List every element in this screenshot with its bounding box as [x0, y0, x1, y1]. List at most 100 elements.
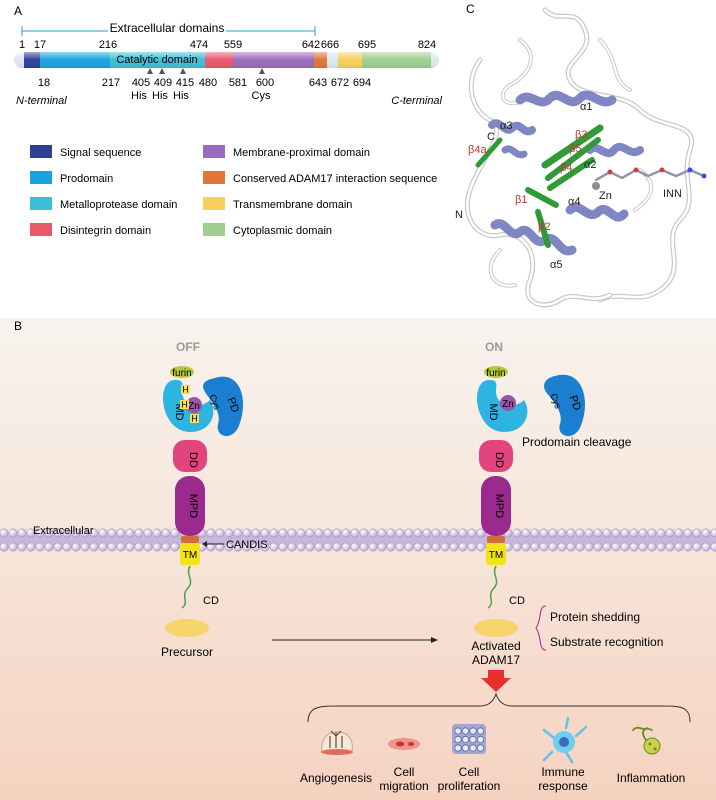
lipid-head: [665, 528, 675, 538]
lipid-head: [107, 528, 117, 538]
zinc-ion: [186, 397, 202, 413]
proliferating-cell: [469, 735, 477, 744]
lipid-head: [584, 528, 594, 538]
lipid-head: [44, 542, 54, 552]
lipid-head: [134, 528, 144, 538]
label-zinc: Zn: [599, 190, 612, 202]
residue-number: 672: [331, 77, 349, 89]
lipid-head: [404, 528, 414, 538]
proliferating-cell: [454, 744, 462, 752]
lipid-head: [395, 528, 405, 538]
lipid-head: [656, 528, 666, 538]
lipid-head: [377, 528, 387, 538]
lipid-head: [278, 528, 288, 538]
lipid-head: [251, 542, 261, 552]
proliferating-cell: [469, 727, 477, 735]
activated-protein: furin MD Zn PD Cys Prodomain cleavage DD…: [471, 366, 663, 667]
lipid-head: [629, 542, 639, 552]
proliferating-cell: [476, 735, 485, 744]
lipid-head: [593, 528, 603, 538]
extracellular-domains-label: Extracellular domains: [110, 21, 225, 35]
residue-number: 642: [302, 39, 320, 51]
precursor-protein: furin MD Zn H H H PD Cys DD MPD TM: [161, 366, 268, 659]
proliferating-cell: [454, 727, 462, 735]
his-residue: H: [182, 385, 189, 395]
lipid-head: [368, 528, 378, 538]
helix-a4: [565, 203, 629, 222]
legend-label: Transmembrane domain: [233, 199, 352, 211]
n-terminal-label: N-terminal: [16, 95, 67, 107]
lipid-head: [125, 542, 135, 552]
extracellular-label: Extracellular: [33, 525, 94, 537]
lipid-head: [323, 528, 333, 538]
label-beta4a: β4a: [468, 144, 487, 156]
label-beta2: β2: [538, 221, 550, 233]
lipid-head: [566, 528, 576, 538]
lipid-head: [512, 542, 522, 552]
legend-label: Signal sequence: [60, 147, 141, 159]
residue-number: 474: [190, 39, 208, 51]
lipid-head: [233, 542, 243, 552]
lipid-head: [71, 528, 81, 538]
his-residue: H: [191, 414, 198, 424]
his-marker: [159, 68, 165, 74]
lipid-head: [296, 542, 306, 552]
lipid-head: [566, 542, 576, 552]
proliferating-cell: [469, 744, 477, 752]
candis-label: CANDIS: [226, 539, 268, 551]
label-beta1: β1: [515, 194, 527, 206]
lipid-head: [170, 542, 180, 552]
function-substrate-recognition: Substrate recognition: [550, 635, 663, 649]
lipid-head: [143, 542, 153, 552]
lipid-head: [449, 542, 459, 552]
lipid-head: [323, 542, 333, 552]
cys-marker: [259, 68, 265, 74]
domain-bar: Catalytic domain: [14, 52, 439, 74]
lipid-head: [152, 542, 162, 552]
lipid-head: [602, 542, 612, 552]
lipid-head: [0, 528, 9, 538]
lipid-head: [629, 528, 639, 538]
lipid-head: [548, 528, 558, 538]
prodomain-pd: [203, 376, 244, 437]
lipid-head: [287, 542, 297, 552]
lipid-head: [26, 528, 36, 538]
lipid-head: [692, 542, 702, 552]
lipid-head: [539, 542, 549, 552]
lipid-head: [575, 528, 585, 538]
structure-labels: α1 α3 C β4a β3 β5 α2 β4 β1 α4 Zn INN N β…: [455, 101, 682, 271]
label-alpha1: α1: [580, 101, 592, 113]
lipid-head: [134, 542, 144, 552]
lipid-head: [548, 542, 558, 552]
membrane-proximal-mpd-on: [481, 476, 511, 536]
residue-number: 559: [224, 39, 242, 51]
disintegrin-dd: [173, 440, 207, 472]
lipid-head: [386, 542, 396, 552]
catalytic-domain-label: Catalytic domain: [116, 54, 197, 66]
lipid-head: [260, 528, 270, 538]
outcome-angiogenesis: Angiogenesis: [300, 771, 372, 785]
lipid-head: [530, 528, 540, 538]
label-n-terminus: N: [455, 209, 463, 221]
lipid-head: [611, 542, 621, 552]
lipid-head: [449, 528, 459, 538]
outcomes-brace: [307, 692, 691, 723]
lipid-head: [539, 528, 549, 538]
residue-number: 405: [132, 77, 150, 89]
lipid-head: [314, 542, 324, 552]
residue-number: 600: [256, 77, 274, 89]
lipid-head: [431, 528, 441, 538]
helix-a1: [515, 90, 617, 107]
lipid-head: [71, 542, 81, 552]
his-label: His: [173, 90, 189, 102]
lipid-head: [656, 542, 666, 552]
lipid-head: [206, 528, 216, 538]
outcome-immune-response-1: Immune: [541, 765, 585, 779]
cell-proliferation-icon: [452, 724, 486, 754]
lipid-head: [170, 528, 180, 538]
residue-number: 824: [418, 39, 436, 51]
prodomain-cleavage-label: Prodomain cleavage: [522, 435, 632, 449]
outcome-cell-proliferation-1: Cell: [459, 765, 480, 779]
label-inhibitor: INN: [663, 188, 682, 200]
lipid-head: [341, 542, 351, 552]
